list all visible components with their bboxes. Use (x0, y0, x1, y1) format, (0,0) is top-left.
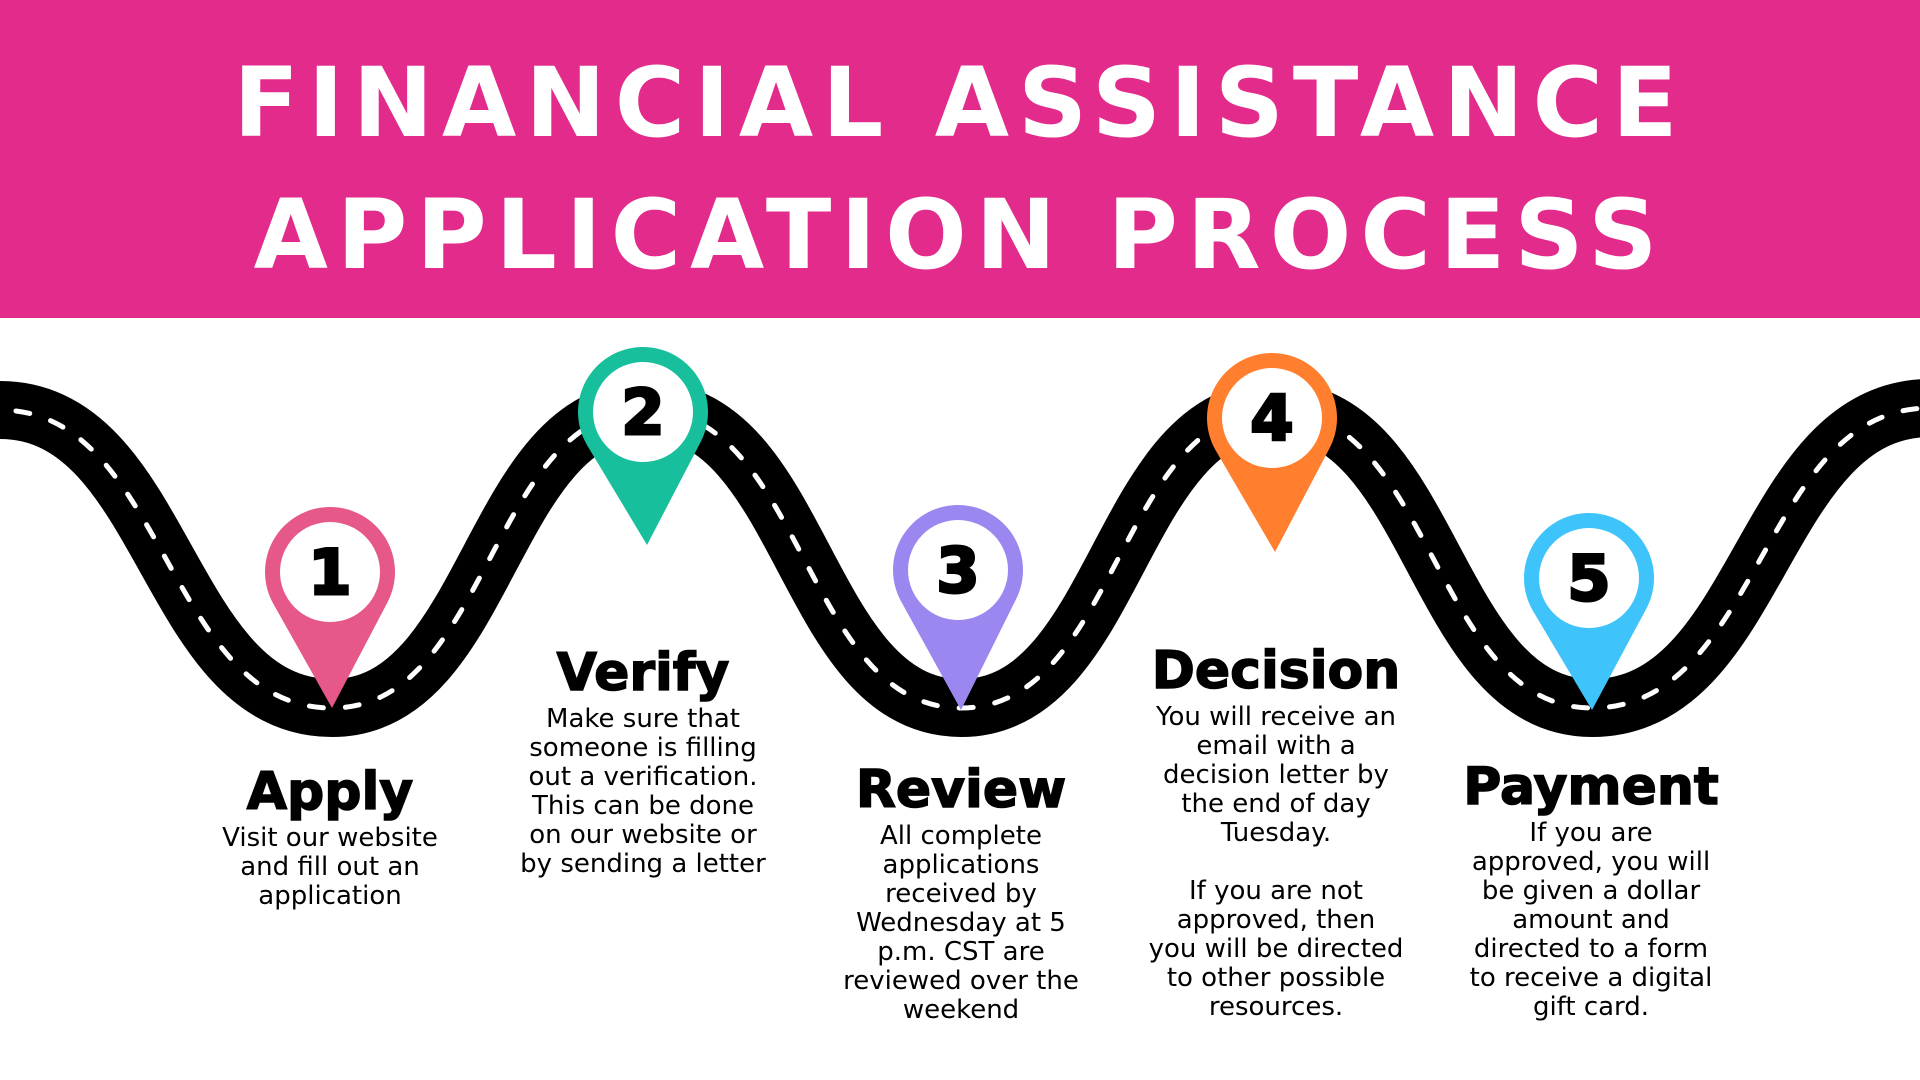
step-description: If you are approved, you will be given a… (1469, 818, 1713, 1022)
step-payment: Payment If you are approved, you will be… (1421, 756, 1761, 1022)
step-description: Visit our website and fill out an applic… (222, 823, 438, 911)
step-description: All complete applications received by We… (843, 821, 1079, 1025)
step-number: 5 (1567, 542, 1610, 615)
map-pin-icon: 1 (265, 507, 395, 708)
page-title-line-2: APPLICATION PROCESS (253, 179, 1667, 291)
pin-inner-circle (280, 522, 380, 622)
page-title-line-1: FINANCIAL ASSISTANCE (233, 47, 1687, 159)
step-title: Decision (1151, 640, 1401, 702)
step-title: Review (855, 759, 1067, 821)
map-pin-icon: 4 (1206, 353, 1337, 552)
step-number: 1 (308, 536, 351, 609)
pin-inner-circle (908, 520, 1008, 620)
map-pin-icon: 5 (1524, 513, 1654, 710)
step-description: You will receive an email with a decisio… (1148, 702, 1404, 1022)
step-review: Review All complete applications receive… (791, 759, 1131, 1025)
map-pin-icon: 3 (892, 504, 1024, 710)
step-title: Verify (556, 642, 730, 704)
step-apply: Apply Visit our website and fill out an … (160, 761, 500, 911)
step-title: Apply (246, 761, 414, 823)
step-title: Payment (1463, 756, 1720, 818)
step-verify: Verify Make sure that someone is filling… (473, 642, 813, 879)
step-number: 3 (936, 534, 979, 607)
pin-inner-circle (593, 362, 693, 462)
map-pin-icon: 2 (577, 347, 708, 545)
pin-inner-circle (1222, 368, 1322, 468)
pin-inner-circle (1539, 528, 1639, 628)
step-pins: 1 2 3 4 5 (265, 347, 1654, 710)
step-number: 2 (621, 376, 664, 449)
header-banner: FINANCIAL ASSISTANCE APPLICATION PROCESS (0, 0, 1920, 318)
step-description: Make sure that someone is filling out a … (520, 704, 766, 879)
step-decision: Decision You will receive an email with … (1106, 640, 1446, 1022)
step-number: 4 (1250, 382, 1293, 455)
